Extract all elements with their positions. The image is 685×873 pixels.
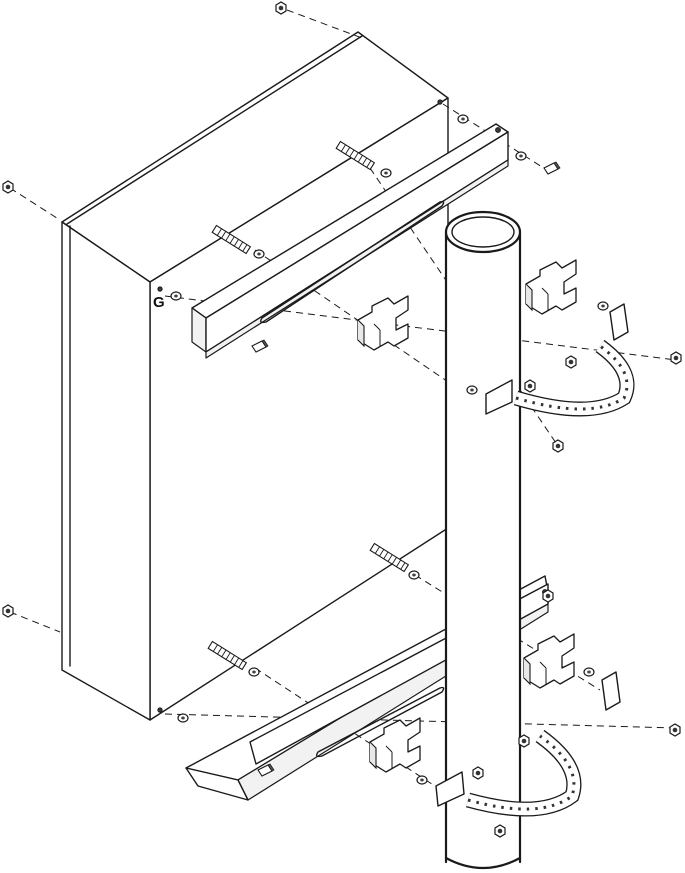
upper-right-v-clamp — [525, 259, 577, 315]
lower-right-v-clamp — [523, 633, 575, 689]
mounting-pole — [444, 210, 522, 869]
enclosure-front-face — [61, 221, 151, 721]
band-straps — [435, 303, 635, 817]
enclosure-box — [61, 31, 449, 721]
lower-strap-tab — [435, 771, 465, 807]
upper-strap-end-tab — [609, 303, 629, 341]
threaded-studs — [207, 140, 410, 671]
upper-mounting-rail — [191, 123, 509, 359]
callout-label-g: G — [153, 294, 165, 311]
upper-strap-tab — [485, 379, 513, 415]
upper-rail-slot — [259, 200, 445, 324]
lower-strap-end-tab — [601, 671, 621, 711]
lower-rail-slot — [315, 686, 445, 758]
